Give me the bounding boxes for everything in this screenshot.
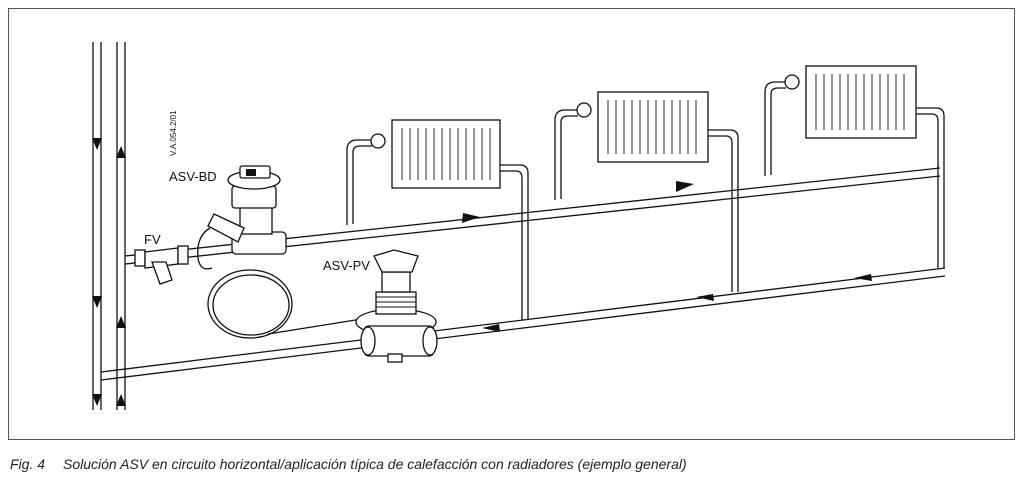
capillary-tube-coil bbox=[207, 269, 369, 339]
label-asv-pv: ASV-PV bbox=[323, 258, 370, 273]
riser-up-arrow bbox=[116, 394, 126, 406]
vertical-risers bbox=[92, 42, 126, 410]
supply-flow-arrow bbox=[676, 181, 694, 192]
return-flow-arrow bbox=[482, 324, 500, 332]
figure-caption: Fig. 4 Solución ASV en circuito horizonta… bbox=[10, 456, 687, 472]
thermostatic-valve-icon bbox=[370, 133, 386, 149]
asv-pv-valve bbox=[355, 249, 438, 363]
drawing-code: V.A.054.2/01 bbox=[169, 110, 178, 156]
return-flow-arrow bbox=[854, 274, 872, 281]
thermostatic-valve-icon bbox=[784, 74, 800, 90]
riser-down-arrow bbox=[92, 138, 102, 150]
thermostatic-valve-icon bbox=[576, 102, 592, 118]
caption-number: Fig. 4 bbox=[10, 456, 46, 472]
riser-down-arrow bbox=[92, 296, 102, 308]
riser-up-arrow bbox=[116, 316, 126, 328]
riser-down-arrow bbox=[92, 394, 102, 406]
caption-text: Solución ASV en circuito horizontal/apli… bbox=[63, 456, 687, 472]
figure-frame bbox=[8, 8, 1015, 440]
return-flow-arrow bbox=[696, 294, 714, 301]
radiator-branch-2 bbox=[554, 91, 739, 292]
riser-up-arrow bbox=[116, 146, 126, 158]
radiator bbox=[805, 65, 917, 139]
supply-flow-arrow bbox=[462, 213, 480, 223]
radiator-branch-1 bbox=[346, 119, 529, 320]
asv-bd-valve bbox=[197, 165, 287, 270]
radiator-branch-3 bbox=[764, 65, 945, 268]
return-pipe bbox=[100, 267, 946, 381]
radiator bbox=[597, 91, 709, 163]
label-fv: FV bbox=[144, 232, 161, 247]
fv-filter-valve bbox=[134, 245, 189, 285]
radiator bbox=[391, 119, 501, 189]
label-asv-bd: ASV-BD bbox=[169, 169, 217, 184]
